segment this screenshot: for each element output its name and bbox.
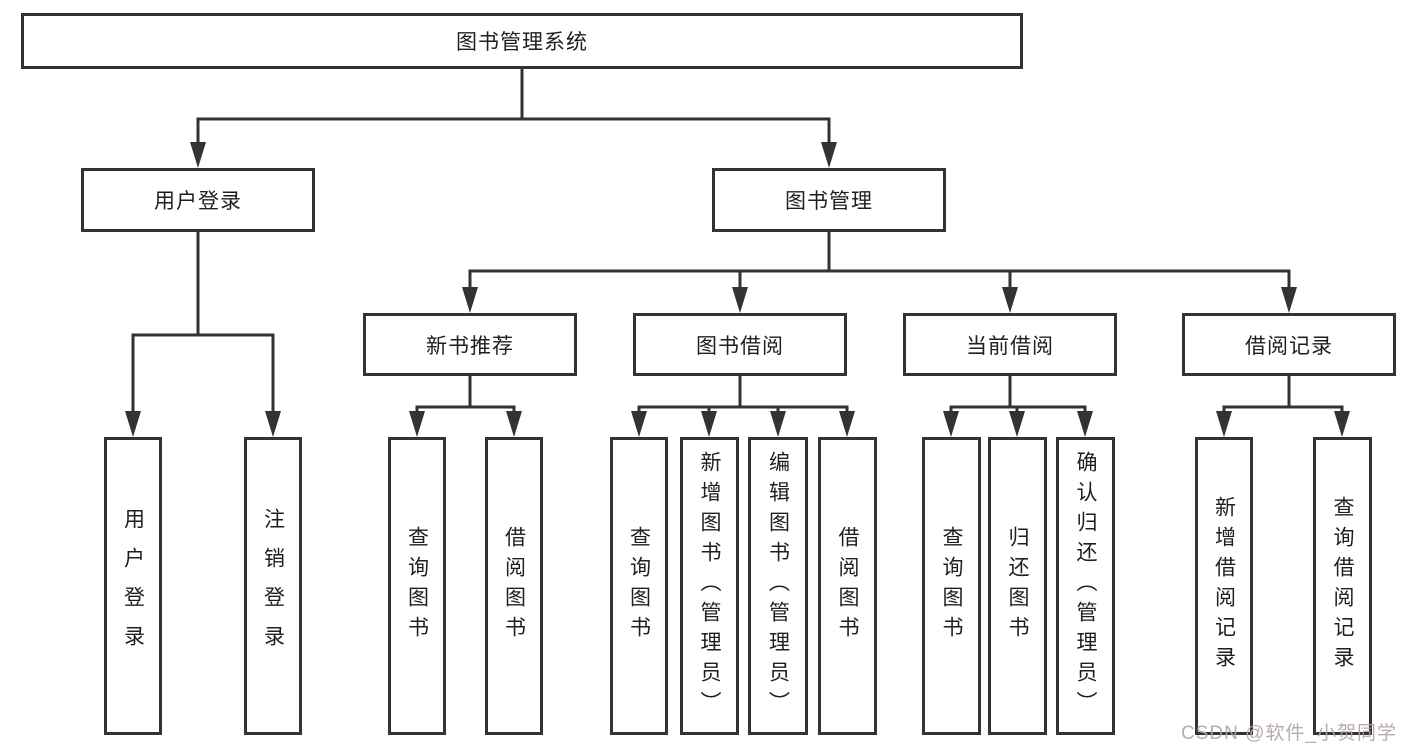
arrow-down-icon: [1077, 411, 1093, 437]
node-root: 图书管理系统: [21, 13, 1023, 69]
leaf-label: 查询借阅记录: [1331, 496, 1354, 676]
leaf-label: 用户登录: [121, 508, 145, 664]
leaf-label: 新增借阅记录: [1212, 496, 1236, 676]
arrow-down-icon: [839, 411, 855, 437]
arrow-down-icon: [631, 411, 647, 437]
arrow-down-icon: [943, 411, 959, 437]
arrow-down-icon: [1009, 411, 1025, 437]
arrow-down-icon: [462, 287, 478, 313]
arrow-down-icon: [821, 142, 837, 168]
leaf-label: 查询图书: [627, 526, 651, 646]
node-book-management: 图书管理: [712, 168, 946, 232]
arrow-down-icon: [1216, 411, 1232, 437]
leaf-edit-books-admin: 编辑图书（管理员）: [748, 437, 808, 735]
leaf-user-login: 用户登录: [104, 437, 162, 735]
leaf-return-books: 归还图书: [988, 437, 1047, 735]
arrow-down-icon: [770, 411, 786, 437]
leaf-label: 新增图书（管理员）: [698, 451, 721, 721]
leaf-label: 查询图书: [405, 526, 429, 646]
leaf-label: 编辑图书（管理员）: [766, 451, 790, 721]
arrow-down-icon: [732, 287, 748, 313]
leaf-label: 借阅图书: [502, 526, 526, 646]
leaf-label: 借阅图书: [836, 526, 859, 646]
arrow-down-icon: [1002, 287, 1018, 313]
node-borrow-records: 借阅记录: [1182, 313, 1396, 376]
arrow-down-icon: [190, 142, 206, 168]
leaf-logout: 注销登录: [244, 437, 302, 735]
leaf-query-books-borrow: 查询图书: [610, 437, 668, 735]
arrow-down-icon: [1334, 411, 1350, 437]
arrow-down-icon: [409, 411, 425, 437]
node-book-borrow: 图书借阅: [633, 313, 847, 376]
leaf-confirm-return-admin: 确认归还（管理员）: [1056, 437, 1115, 735]
leaf-add-borrow-record: 新增借阅记录: [1195, 437, 1253, 735]
leaf-query-books-current: 查询图书: [922, 437, 981, 735]
node-current-borrow: 当前借阅: [903, 313, 1117, 376]
arrowheads: [125, 142, 1350, 437]
leaf-label: 归还图书: [1006, 526, 1029, 646]
node-user-login: 用户登录: [81, 168, 315, 232]
leaf-borrow-books: 借阅图书: [818, 437, 877, 735]
leaf-query-books-recommend: 查询图书: [388, 437, 446, 735]
node-new-book-recommend: 新书推荐: [363, 313, 577, 376]
leaf-label: 查询图书: [940, 526, 963, 646]
leaf-query-borrow-record: 查询借阅记录: [1313, 437, 1372, 735]
arrow-down-icon: [701, 411, 717, 437]
leaf-label: 确认归还（管理员）: [1074, 451, 1097, 721]
arrow-down-icon: [506, 411, 522, 437]
arrow-down-icon: [265, 411, 281, 437]
leaf-add-books-admin: 新增图书（管理员）: [680, 437, 739, 735]
leaf-label: 注销登录: [261, 508, 285, 664]
watermark: CSDN @软件_小贺同学: [1181, 723, 1397, 744]
arrow-down-icon: [125, 411, 141, 437]
leaf-borrow-books-recommend: 借阅图书: [485, 437, 543, 735]
arrow-down-icon: [1281, 287, 1297, 313]
